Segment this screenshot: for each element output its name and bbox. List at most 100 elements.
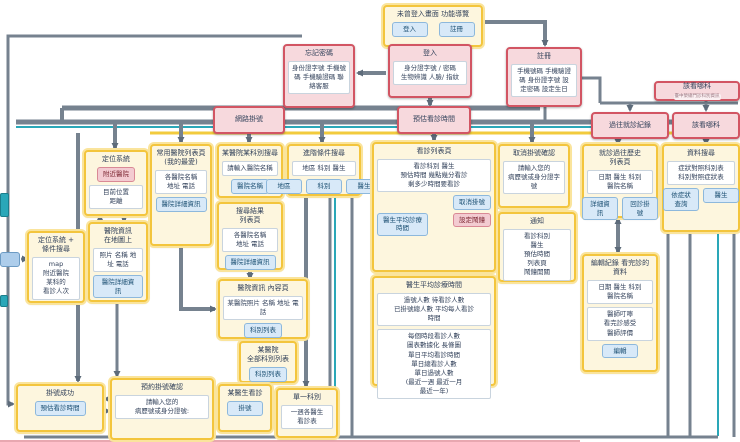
estimated-visit-time: 預估看診時間 xyxy=(397,106,471,134)
visit-history-list-panel: 日期 醫生 科別醫院名稱 xyxy=(587,170,653,195)
online-registration: 網路掛號 xyxy=(213,106,285,134)
visit-history-list-buttons: 詳細資訊回診掛號 xyxy=(582,197,658,221)
btn-nearby-hospitals: 附近醫院 xyxy=(97,167,135,182)
edit-record-title: 編輯紀錄 看完診的 資料 xyxy=(590,259,650,277)
registration-success-buttons: 預估看診時間 xyxy=(21,401,99,416)
past-visit-records-title: 過往就診紀錄 xyxy=(609,120,651,129)
advanced-search-title: 進階條件搜尋 xyxy=(303,149,345,157)
estimated-visit-time-title: 預估看診時間 xyxy=(413,115,455,124)
search-results-list-buttons: 醫院詳細資訊 xyxy=(222,255,278,270)
past-visit-records: 過往就診紀錄 xyxy=(591,112,669,139)
booking-confirm-panel: 請輸入您的病歷號或身分證號: xyxy=(115,395,209,420)
visit-list-page-buttons: 醫生平均診療 時間 設定鬧鐘 xyxy=(377,212,491,236)
btn-cancel-registration: 取消掛號 xyxy=(453,195,491,210)
cancel-confirm-title: 取消掛號確認 xyxy=(513,149,555,157)
hospital-content-page: 醫院資訊 內容頁某醫院照片 名稱 地址 電話科別列表 xyxy=(218,279,308,339)
hospital-content-page-title: 醫院資訊 內容頁 xyxy=(237,284,289,292)
hospital-content-page-panel: 某醫院照片 名稱 地址 電話 xyxy=(223,296,303,321)
btn-dept: 科別 xyxy=(306,179,342,194)
btn-hospital-name: 醫院名稱 xyxy=(231,179,269,194)
connector xyxy=(482,20,549,47)
doctor-avg-time-page: 醫生平均診療時間過號人數 待看診人數已掛號總人數 平均每人看診時間每個時段看診人… xyxy=(372,276,496,400)
cancel-confirm: 取消掛號確認請輸入您的病歷號或身分證字號 xyxy=(498,144,570,208)
single-dept-panel: 一週各醫生看診表 xyxy=(281,405,333,430)
register-page: 註冊手機號碼 手機驗證碼 身份證字號 設定密碼 設定生日 xyxy=(506,47,582,107)
forgot-password: 忘記密碼身份證字號 手機號碼 手機驗證碼 聯絡客服 xyxy=(283,44,355,108)
btn-dept-list-1: 科別列表 xyxy=(244,323,282,338)
connector xyxy=(179,246,217,313)
data-search-buttons: 依症狀查詢醫生 xyxy=(663,188,739,212)
search-results-list-title: 搜尋結果 列表頁 xyxy=(236,207,264,225)
data-search-panel: 症狀對照科別表科別對照症狀表 xyxy=(667,161,735,186)
teal-edge-chip xyxy=(0,295,8,307)
edit-record-panel: 醫師叮嚀看完診感受醫師評價 xyxy=(587,307,653,341)
which-dept-title: 該看哪科 xyxy=(692,120,720,129)
booking-confirm: 預約掛號確認請輸入您的病歷號或身分證號: xyxy=(110,378,214,440)
btn-estimated-time: 預估看診時間 xyxy=(34,401,86,416)
location-system-buttons: 附近醫院 xyxy=(89,167,143,182)
register-page-title: 註冊 xyxy=(537,52,551,60)
btn-detail-info: 詳細資訊 xyxy=(582,197,618,221)
btn-return-visit: 回診掛號 xyxy=(622,197,658,221)
all-depts-list: 某醫院 全部科別列表科別列表 xyxy=(239,341,297,383)
blue-edge-chip xyxy=(0,252,20,267)
hospital-map-info-buttons: 醫院詳細資訊 xyxy=(93,275,143,299)
login-page-panel: 身分證字號 / 密碼生物辨識 人臉/ 指紋 xyxy=(393,61,467,86)
visit-history-list: 就診過往歷史 列表頁日期 醫生 科別醫院名稱詳細資訊回診掛號 xyxy=(582,144,658,221)
login-page-title: 登入 xyxy=(423,49,437,57)
search-results-list-panel: 各醫院名稱地址 電話 xyxy=(222,228,278,253)
location-system-title: 定位系統 xyxy=(102,155,130,163)
online-registration-title: 網路掛號 xyxy=(235,115,263,124)
btn-hospital-detail-1: 醫院詳細資訊 xyxy=(155,197,207,212)
data-search: 資料搜尋症狀對照科別表科別對照症狀表依症狀查詢醫生 xyxy=(662,144,740,232)
cancel-confirm-panel: 請輸入您的病歷號或身分證字號 xyxy=(503,161,565,195)
visit-list-page: 看診列表頁看診科別 醫生預估時間 幾點幾分看診剩多少時間要看診取消掛號醫生平均診… xyxy=(372,142,496,272)
btn-register: 註冊 xyxy=(438,22,475,37)
location-plus-search-title: 定位系統 + 條件搜尋 xyxy=(37,236,75,254)
forgot-password-title: 忘記密碼 xyxy=(305,49,333,57)
hospital-content-page-buttons: 科別列表 xyxy=(223,323,303,338)
btn-symptom-query: 依症狀查詢 xyxy=(663,188,699,212)
which-dept: 該看哪科 xyxy=(672,112,740,139)
visit-list-page-title: 看診列表頁 xyxy=(416,147,452,155)
btn-hospital-detail-3: 醫院詳細資訊 xyxy=(224,255,276,270)
guest-screen-buttons: 登入註冊 xyxy=(388,22,478,37)
doctor-avg-time-page-panel: 過號人數 待看診人數已掛號總人數 平均每人看診時間 xyxy=(377,293,491,327)
hospital-map-info: 醫院資訊 在地圖上照片 名稱 地址 電話醫院詳細資訊 xyxy=(88,222,148,302)
registration-success: 掛號成功預估看診時間 xyxy=(16,384,104,432)
advanced-search-buttons: 地區科別醫生 xyxy=(266,179,382,194)
single-dept-title: 單一科別 xyxy=(293,393,321,401)
login-page: 登入身分證字號 / 密碼生物辨識 人臉/ 指紋 xyxy=(388,44,472,98)
all-depts-list-buttons: 科別列表 xyxy=(244,367,292,382)
register-page-panel: 手機號碼 手機驗證碼 身份證字號 設定密碼 設定生日 xyxy=(511,64,577,98)
advanced-search-panel: 地區 科別 醫生 xyxy=(292,161,356,177)
notification-panel: 看診科別醫生預估時間列表頁鬧鐘開關 xyxy=(503,229,571,281)
guest-screen-title: 未曾登入畫面 功能導覽 xyxy=(396,10,470,18)
hospital-dept-search-title: 某醫院某科別搜尋 xyxy=(222,149,278,157)
single-dept: 單一科別一週各醫生看診表 xyxy=(276,388,338,438)
favorite-hospital-list-panel: 各醫院名稱地址 電話 xyxy=(155,170,207,195)
btn-set-alarm: 設定鬧鐘 xyxy=(453,212,491,228)
btn-hospital-detail-2: 醫院詳細資訊 xyxy=(93,275,143,299)
hospital-dept-search-panel: 請輸入醫院名稱 xyxy=(222,161,278,177)
forgot-password-panel: 身份證字號 手機號碼 手機驗證碼 聯絡客服 xyxy=(288,61,350,95)
btn-login: 登入 xyxy=(391,22,428,37)
doctor-visit-buttons: 掛號 xyxy=(223,401,267,416)
notification: 通知看診科別醫生預估時間列表頁鬧鐘開關 xyxy=(498,212,576,282)
registration-success-title: 掛號成功 xyxy=(46,389,74,397)
btn-edit: 編輯 xyxy=(602,343,638,359)
doctor-avg-time-page-panel: 每個時段看診人數圖表數據化 長條圖單日平均看診時間單日總看診人數單日過號人數(最… xyxy=(377,329,491,400)
which-dept-top-caption: 臺中榮總門診科別資訊 xyxy=(673,94,721,100)
advanced-search: 進階條件搜尋地區 科別 醫生地區科別醫生 xyxy=(266,144,382,196)
location-system-panel: 目前位置距離 xyxy=(89,184,143,209)
notification-title: 通知 xyxy=(530,217,544,225)
connector xyxy=(582,76,602,103)
btn-area: 地區 xyxy=(266,179,302,194)
search-results-list: 搜尋結果 列表頁各醫院名稱地址 電話醫院詳細資訊 xyxy=(217,202,283,270)
visit-list-page-buttons: 取消掛號 xyxy=(377,195,491,210)
location-system: 定位系統附近醫院目前位置距離 xyxy=(84,150,148,216)
btn-doctor-avg-time: 醫生平均診療 時間 xyxy=(377,212,428,236)
